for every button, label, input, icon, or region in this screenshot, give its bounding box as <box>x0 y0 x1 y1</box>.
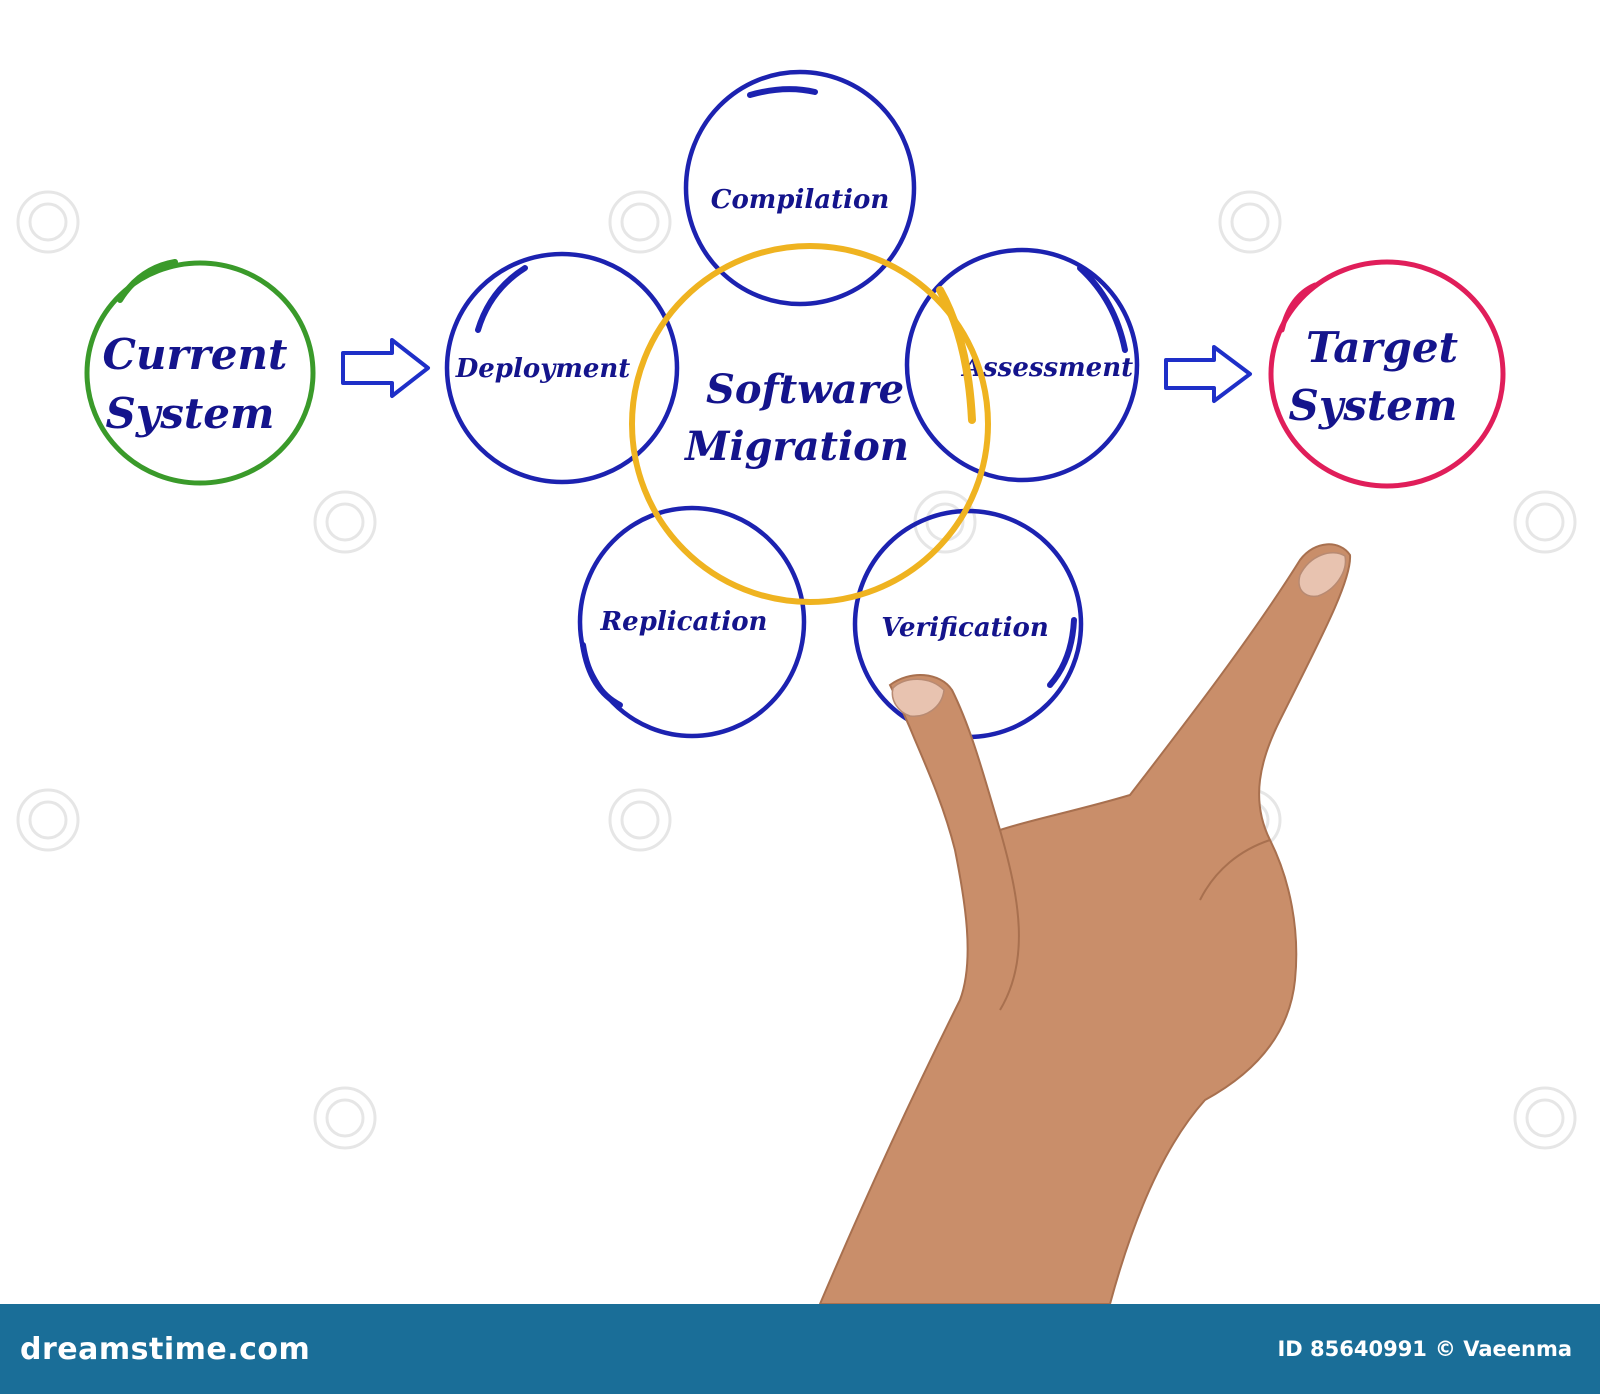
step-label: Compilation <box>711 185 889 215</box>
current-system-label-line2: System <box>106 389 275 438</box>
pointing-hand-image <box>818 543 1352 1305</box>
target-system-stroke-tail <box>1279 282 1318 333</box>
step-verification: Verification <box>852 508 1084 740</box>
step-label: Assessment <box>960 353 1133 383</box>
step-label: Replication <box>600 607 768 637</box>
target-system-circle <box>1268 259 1506 489</box>
software-migration-stroke-tail <box>936 286 976 424</box>
target-system-node: Target System <box>1268 259 1506 489</box>
current-system-stroke-tail <box>117 259 178 303</box>
step-circle <box>904 247 1140 483</box>
software-migration-label-line2: Migration <box>683 423 909 470</box>
arrow-right-icon <box>341 338 430 398</box>
software-migration-node: Software Migration <box>629 243 991 605</box>
step-stroke-tail <box>1077 265 1128 353</box>
current-system-node: Current System <box>84 259 316 486</box>
target-system-label-line1: Target <box>1306 323 1458 372</box>
step-circle <box>444 251 680 485</box>
step-assessment: Assessment <box>904 247 1140 483</box>
step-stroke-tail <box>475 265 528 333</box>
current-system-label-line1: Current <box>103 330 288 379</box>
step-label: Deployment <box>455 354 631 384</box>
software-migration-label-line1: Software <box>706 366 904 413</box>
step-circle <box>683 69 917 307</box>
footer-credit: ID 85640991 © Vaeenma <box>1277 1337 1572 1361</box>
target-system-label-line2: System <box>1289 381 1458 430</box>
software-migration-circle <box>629 243 991 605</box>
step-deployment: Deployment <box>444 251 680 485</box>
footer-brand: dreamstime.com <box>20 1331 311 1367</box>
step-compilation: Compilation <box>683 69 917 307</box>
current-system-circle <box>84 260 316 486</box>
step-label: Verification <box>881 613 1049 643</box>
watermark-footer-bar: dreamstime.com ID 85640991 © Vaeenma <box>0 1304 1600 1394</box>
step-stroke-tail <box>1047 617 1077 688</box>
step-circle <box>577 505 807 739</box>
step-replication: Replication <box>577 505 807 739</box>
footer-author: © Vaeenma <box>1434 1337 1572 1361</box>
footer-image-id: ID 85640991 <box>1277 1337 1427 1361</box>
step-stroke-tail <box>747 86 818 98</box>
arrow-right-icon <box>1164 345 1252 403</box>
step-stroke-tail <box>580 642 623 708</box>
